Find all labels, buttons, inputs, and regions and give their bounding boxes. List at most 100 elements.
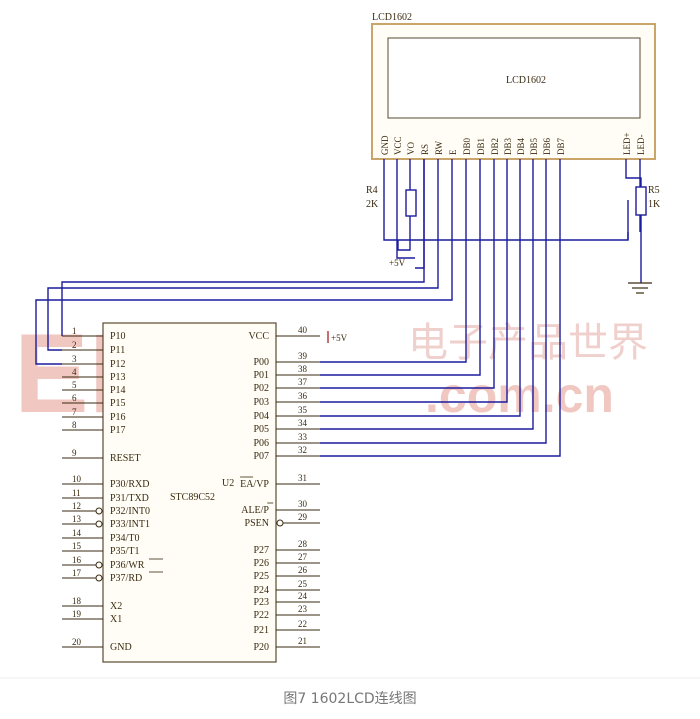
mcu-pin-15-number: 15: [72, 541, 82, 551]
lcd-title: LCD1602: [372, 12, 412, 23]
mcu-pin-28-number: 28: [298, 539, 308, 549]
resistor-r5: R5 1K: [635, 185, 661, 216]
mcu-pin-17-number: 17: [72, 568, 82, 578]
mcu-pin-23-number: 23: [298, 604, 308, 614]
mcu-pin-39-number: 39: [298, 351, 308, 361]
mcu-pin-30-label: ALE/P: [241, 505, 269, 516]
mcu-pin-40-label: VCC: [248, 331, 269, 342]
mcu-pin-3-label: P12: [110, 359, 126, 370]
mcu-pin-20-label: GND: [110, 642, 132, 653]
mcu-pin-24-label: P23: [253, 597, 269, 608]
mcu-pin-14-number: 14: [72, 528, 82, 538]
mcu-pin-16-number: 16: [72, 555, 82, 565]
mcu-pin-25-number: 25: [298, 579, 308, 589]
mcu-pin-23-label: P22: [253, 610, 269, 621]
lcd-pin-db3-label: DB3: [503, 137, 513, 155]
mcu-pin-29-label: PSEN: [245, 518, 269, 529]
lcd-pin-db6-label: DB6: [542, 137, 552, 155]
mcu-pin-10-label: P30/RXD: [110, 479, 149, 490]
mcu-pin-16-label: P36/WR: [110, 560, 145, 571]
mcu-pin-33-number: 33: [298, 432, 308, 442]
mcu-pin-36-number: 36: [298, 391, 308, 401]
r4-value: 2K: [366, 199, 379, 210]
mcu-pin-38-number: 38: [298, 364, 308, 374]
mcu-pin-19-label: X1: [110, 614, 122, 625]
ground-icon: [628, 282, 652, 294]
mcu-pin-11-number: 11: [72, 488, 81, 498]
lcd-pin-led-label: LED+: [622, 132, 632, 155]
mcu-pin-27-label: P26: [253, 558, 269, 569]
mcu-pin-21-number: 21: [298, 636, 307, 646]
mcu-pin-2-number: 2: [72, 340, 77, 350]
mcu-pin-6-number: 6: [72, 393, 77, 403]
lcd-pin-db4-label: DB4: [516, 137, 526, 155]
mcu-pin-5-number: 5: [72, 380, 77, 390]
mcu-pin-37-label: P02: [253, 383, 269, 394]
plus5v-lcd-label: +5V: [389, 258, 406, 268]
mcu-pin-10-number: 10: [72, 474, 82, 484]
mcu-part: STC89C52: [170, 492, 215, 503]
mcu-pin-32-label: P07: [253, 451, 269, 462]
mcu-pin-22-label: P21: [253, 625, 269, 636]
lcd-screen-label: LCD1602: [506, 75, 546, 86]
lcd-pin-vo-label: VO: [406, 142, 416, 155]
mcu-pin-28-label: P27: [253, 545, 269, 556]
resistor-r4: R4 2K: [366, 185, 417, 217]
mcu-pin-2-label: P11: [110, 345, 125, 356]
mcu-pin-1-number: 1: [72, 326, 77, 336]
mcu-pin-29-number: 29: [298, 512, 308, 522]
mcu-pin-3-number: 3: [72, 354, 77, 364]
mcu-pin-31-label: EA/VP: [240, 479, 269, 490]
mcu-pin-21-label: P20: [253, 642, 269, 653]
mcu-pin-33-label: P06: [253, 438, 269, 449]
mcu-pin-7-number: 7: [72, 407, 77, 417]
mcu-pin-18-label: X2: [110, 601, 122, 612]
mcu-pin-26-number: 26: [298, 565, 308, 575]
r5-name: R5: [648, 185, 660, 196]
lcd-pin-gnd-label: GND: [380, 135, 390, 155]
mcu-pin-37-number: 37: [298, 377, 308, 387]
lcd-pin-led-label: LED-: [636, 135, 646, 156]
lcd-pin-rs-label: RS: [420, 144, 430, 155]
mcu-pin-34-label: P05: [253, 424, 269, 435]
lcd-pin-db1-label: DB1: [476, 138, 486, 155]
mcu-pin-6-label: P15: [110, 398, 126, 409]
mcu-pin-40-number: 40: [298, 325, 308, 335]
mcu-pin-13-number: 13: [72, 514, 82, 524]
mcu-pin-5-label: P14: [110, 385, 126, 396]
mcu-pin-9-number: 9: [72, 448, 77, 458]
mcu-ref: U2: [222, 478, 234, 489]
r5-value: 1K: [648, 199, 661, 210]
mcu-pin-27-number: 27: [298, 552, 308, 562]
lcd-pin-vcc-label: VCC: [393, 136, 403, 155]
lcd-pin-db0-label: DB0: [462, 137, 472, 155]
mcu-pin-18-number: 18: [72, 596, 82, 606]
lcd-pin-rw-label: RW: [434, 140, 444, 155]
mcu-pin-12-label: P32/INT0: [110, 506, 150, 517]
mcu-pin-9-label: RESET: [110, 453, 141, 464]
mcu-pin-36-label: P03: [253, 397, 269, 408]
mcu-pin-20-number: 20: [72, 637, 82, 647]
mcu-pin-26-label: P25: [253, 571, 269, 582]
mcu-pin-13-label: P33/INT1: [110, 519, 150, 530]
mcu-pin-31-number: 31: [298, 473, 307, 483]
lcd-pin-db5-label: DB5: [529, 137, 539, 155]
mcu-pin-8-label: P17: [110, 425, 126, 436]
mcu-pin-1-label: P10: [110, 331, 126, 342]
mcu-pin-35-number: 35: [298, 405, 308, 415]
mcu-pin-35-label: P04: [253, 411, 269, 422]
mcu-pin-32-number: 32: [298, 445, 307, 455]
mcu-pin-15-label: P35/T1: [110, 546, 139, 557]
mcu-pin-8-number: 8: [72, 420, 77, 430]
r4-name: R4: [366, 185, 378, 196]
figure-caption: 图7 1602LCD连线图: [283, 691, 417, 707]
mcu-pin-38-label: P01: [253, 370, 269, 381]
mcu-pin-30-number: 30: [298, 499, 308, 509]
watermark-cn-text: 电子产品世界: [408, 320, 648, 366]
mcu-pin-12-number: 12: [72, 501, 81, 511]
mcu-pin-25-label: P24: [253, 585, 269, 596]
